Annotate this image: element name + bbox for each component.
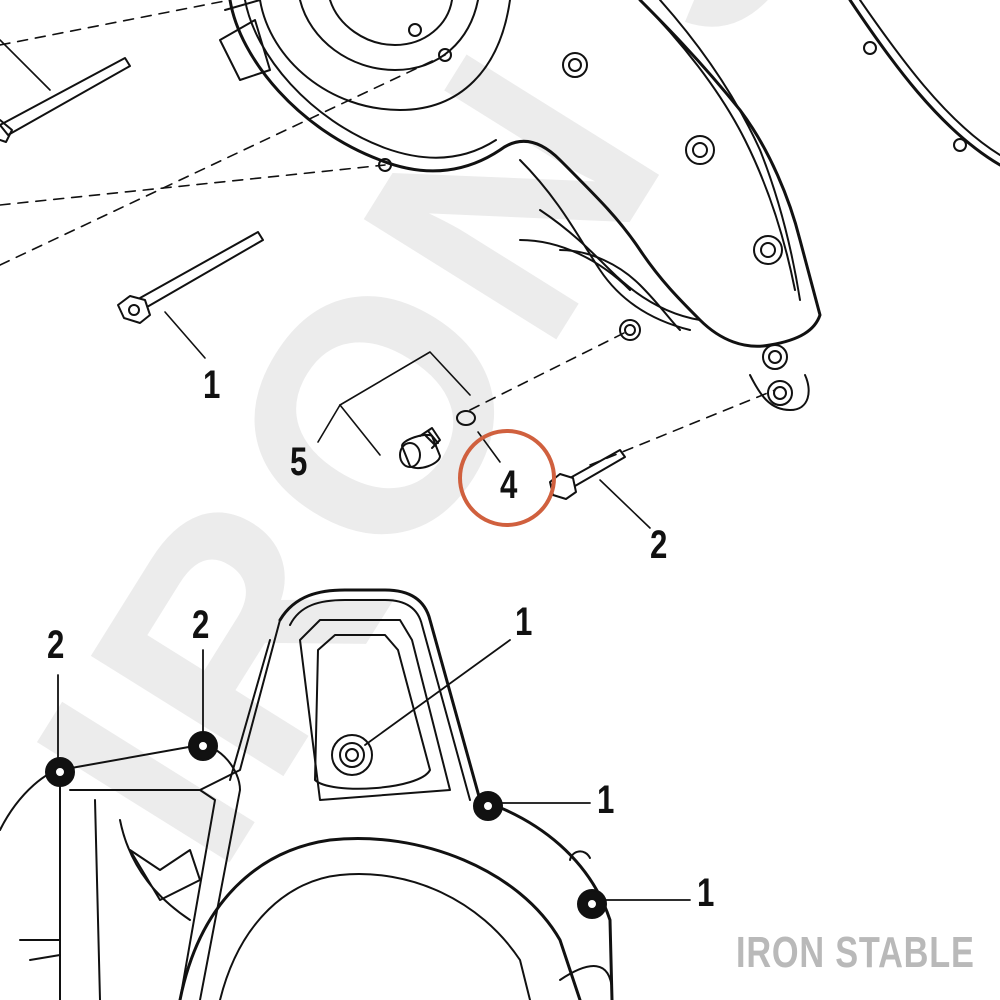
callout-2-left-b: 2 bbox=[192, 603, 210, 647]
callout-1: 1 bbox=[203, 363, 221, 407]
callout-4: 4 bbox=[500, 463, 518, 507]
callout-1-bottom-c: 1 bbox=[697, 871, 715, 915]
callout-2: 2 bbox=[650, 523, 668, 567]
callout-5: 5 bbox=[290, 440, 308, 484]
washer bbox=[456, 410, 476, 426]
ring-gasket bbox=[848, 0, 1000, 167]
callout-1-bottom-b: 1 bbox=[597, 778, 615, 822]
highlight-circle bbox=[458, 429, 556, 527]
upper-cover bbox=[219, 0, 822, 411]
bolt-2 bbox=[549, 449, 626, 500]
callout-1-bottom-a: 1 bbox=[515, 600, 533, 644]
lower-cover bbox=[0, 588, 614, 1000]
drain-plug bbox=[399, 427, 441, 470]
bolt-upper-left bbox=[0, 57, 131, 143]
callout-2-left: 2 bbox=[47, 623, 65, 667]
bolt-1 bbox=[117, 231, 264, 324]
brand-label: IRON STABLE bbox=[736, 928, 975, 977]
